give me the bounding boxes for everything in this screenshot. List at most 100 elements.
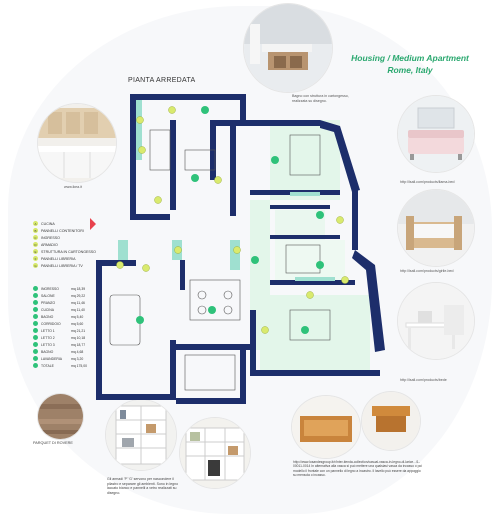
legend-label: ARMADIO [41, 242, 58, 247]
caption-kitchen: www.ikea.it [64, 185, 82, 189]
area-row: TOTALE mq 175,00 [33, 362, 93, 369]
room-bedroom-1 [270, 120, 340, 200]
area-value: mq 5,60 [71, 321, 84, 326]
room-bedroom-3 [260, 295, 370, 375]
area-name: LETTO 3 [41, 342, 55, 347]
area-row: SALONE mq 29,22 [33, 292, 93, 299]
area-value: mq 18,77 [71, 342, 86, 347]
area-row: LETTO 1 mq 21,21 [33, 327, 93, 334]
room-markers [136, 106, 324, 334]
area-name: CUCINA [41, 307, 54, 312]
floor-plan [78, 90, 390, 410]
area-value: mq 11,46 [71, 300, 85, 305]
area-value: mq 11,40 [71, 307, 85, 312]
area-marker [33, 335, 38, 340]
area-row: INGRESSO mq 18,39 [33, 285, 93, 292]
area-value: mq 18,39 [71, 286, 86, 291]
area-row: BAGNO mq 4,68 [33, 348, 93, 355]
area-value: mq 29,22 [71, 293, 86, 298]
legend-label: CUCINA [41, 221, 55, 226]
area-value: mq 3,20 [71, 356, 84, 361]
project-location: Rome, Italy [387, 65, 433, 75]
photo-bathroom [244, 4, 332, 92]
furniture-markers [116, 106, 349, 334]
area-name: INGRESSO [41, 286, 59, 291]
plan-title: PIANTA ARREDATA [128, 77, 196, 84]
area-marker [33, 307, 38, 312]
project-title: Housing / Medium Apartment [351, 53, 469, 63]
legend-marker: A [33, 221, 38, 226]
caption-bed: http://lsall.com/products/girlie-bed [400, 269, 454, 273]
area-name: LAVANDERIA [41, 356, 62, 361]
area-value: mq 5,40 [71, 314, 84, 319]
photo-parquet [38, 394, 83, 439]
photo-bed [398, 190, 474, 266]
area-value: mq 4,68 [71, 349, 84, 354]
area-name: SALONE [41, 293, 55, 298]
caption-desk: http://lsall.com/products/bede [400, 378, 447, 382]
legend-marker: E [33, 249, 38, 254]
area-row: PRANZO mq 11,46 [33, 299, 93, 306]
photo-desk [398, 283, 474, 359]
area-name: LETTO 2 [41, 335, 55, 340]
area-name: LETTO 1 [41, 328, 55, 333]
area-name: BAGNO [41, 314, 54, 319]
photo-sofa [398, 96, 474, 172]
area-value: mq 10,18 [71, 335, 86, 340]
area-row: CUCINA mq 11,40 [33, 306, 93, 313]
area-row: LETTO 3 mq 18,77 [33, 341, 93, 348]
photo-bookshelf-1 [106, 400, 176, 470]
area-row: LAVANDERIA mq 3,20 [33, 355, 93, 362]
legend-label: STRUTTURA IN CARTONGESSO [41, 249, 96, 254]
area-marker [33, 286, 38, 291]
caption-bathroom: Bagno con struttura in cartongesso, real… [292, 94, 349, 103]
photo-kitchen [38, 104, 116, 182]
project-title-block: Housing / Medium Apartment Rome, Italy [335, 52, 485, 76]
area-marker [33, 363, 38, 368]
area-name: PRANZO [41, 300, 56, 305]
area-marker [33, 293, 38, 298]
walls [96, 94, 385, 404]
caption-parquet: PARQUET DI ROVERE [33, 441, 73, 445]
legend-marker: D [33, 242, 38, 247]
area-value: mq 21,21 [71, 328, 86, 333]
caption-sofa: http://lsall.com/products/llama-bed [400, 180, 455, 184]
area-marker [33, 349, 38, 354]
area-name: TOTALE [41, 363, 54, 368]
legend-marker: C [33, 235, 38, 240]
sink-note: http://www.losandesgroup.it/r/inter-tien… [293, 460, 422, 478]
area-name: CORRIDOIO [41, 321, 61, 326]
area-row: BAGNO mq 5,40 [33, 313, 93, 320]
legend-label: PANNELLI LIBRERIA [41, 256, 76, 261]
area-name: BAGNO [41, 349, 54, 354]
legend-marker: G [33, 263, 38, 268]
area-marker [33, 300, 38, 305]
area-marker [33, 342, 38, 347]
area-value: mq 175,00 [71, 363, 88, 368]
area-row: CORRIDOIO mq 5,60 [33, 320, 93, 327]
area-marker [33, 328, 38, 333]
area-marker [33, 314, 38, 319]
legend-label: PANNELLI CONTENITORI [41, 228, 84, 233]
area-marker [33, 356, 38, 361]
area-row: LETTO 2 mq 10,18 [33, 334, 93, 341]
photo-bookshelf-2 [180, 418, 250, 488]
area-marker [33, 321, 38, 326]
entry-arrow [78, 216, 96, 232]
legend-marker: B [33, 228, 38, 233]
legend-label: PANNELLI LIBRERIA / TV [41, 263, 83, 268]
photo-vanity [362, 392, 420, 450]
photo-sink [292, 396, 360, 458]
